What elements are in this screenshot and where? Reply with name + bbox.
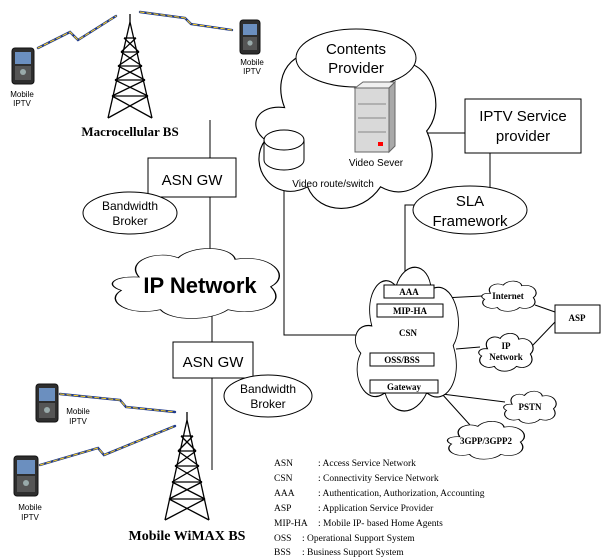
device-label-bb-2: IPTV xyxy=(21,513,39,522)
contents-line1: Contents xyxy=(326,41,386,58)
aaa-box xyxy=(383,284,435,299)
iptv-line1: IPTV Service xyxy=(479,108,567,125)
iptv-line2: provider xyxy=(496,128,550,145)
wireless-link-bottom-bottom xyxy=(38,424,177,467)
line-csn-to-ipnetwork xyxy=(455,346,481,350)
asp-box xyxy=(554,304,601,334)
mobile-device-icon-top-right xyxy=(239,19,261,55)
gpp-label: 3GPP/3GPP2 xyxy=(460,436,512,446)
contents-provider-bubble xyxy=(295,28,417,88)
mobile-device-icon-bottom-bottom xyxy=(13,455,39,497)
macrocellular-tower-icon xyxy=(107,14,153,119)
device-label-tr-2: IPTV xyxy=(243,67,261,76)
line-router-to-csn xyxy=(283,160,370,336)
gateway-box xyxy=(369,379,439,394)
bb-top-line1: Bandwidth xyxy=(102,199,158,213)
aaa-label: AAA xyxy=(399,287,419,297)
legend-abbr-1: CSN xyxy=(274,474,293,484)
legend-desc-6: : Business Support System xyxy=(302,548,404,558)
line-internet-to-asp xyxy=(534,304,556,313)
gateway-label: Gateway xyxy=(387,382,421,392)
wireless-link-top-right xyxy=(138,10,234,32)
mipha-label: MIP-HA xyxy=(393,306,427,316)
asp-label: ASP xyxy=(568,313,586,323)
video-router-icon xyxy=(263,129,305,171)
legend-abbr-3: ASP xyxy=(274,504,291,514)
device-label-tr-1: Mobile xyxy=(240,58,264,67)
legend-abbr-6: BSS xyxy=(274,548,291,558)
device-label-bb-1: Mobile xyxy=(18,503,42,512)
legend-desc-3: : Application Service Provider xyxy=(318,504,434,514)
mipha-box xyxy=(376,303,444,318)
legend-desc-5: : Operational Support System xyxy=(302,534,415,544)
bb-bottom-line2: Broker xyxy=(250,397,285,411)
contents-line2: Provider xyxy=(328,60,384,77)
video-router-label: Video route/switch xyxy=(292,179,374,190)
iptv-provider-box xyxy=(464,98,582,154)
legend-desc-1: : Connectivity Service Network xyxy=(318,474,439,484)
oss-bss-label: OSS/BSS xyxy=(384,355,420,365)
legend-desc-2: : Authentication, Authorization, Account… xyxy=(318,489,485,499)
bandwidth-broker-top xyxy=(82,191,178,235)
wireless-link-bottom-top xyxy=(58,392,177,414)
legend: ASN : Access Service Network CSN : Conne… xyxy=(274,459,485,558)
internet-label: Internet xyxy=(492,291,524,301)
asn-gw-top-label: ASN GW xyxy=(162,172,224,189)
line-csn-to-pstn xyxy=(441,393,506,403)
macrocellular-bs-label: Macrocellular BS xyxy=(81,124,178,139)
wireless-links xyxy=(36,10,234,467)
wimax-tower-icon xyxy=(164,412,210,521)
asn-gw-bottom-label: ASN GW xyxy=(183,354,245,371)
pstn-label: PSTN xyxy=(518,402,542,412)
sla-line2: Framework xyxy=(432,213,508,230)
device-label-tl-2: IPTV xyxy=(13,99,31,108)
bb-top-line2: Broker xyxy=(112,214,147,228)
bb-bottom-line1: Bandwidth xyxy=(240,382,296,396)
device-label-bt-1: Mobile xyxy=(66,407,90,416)
line-ipnetwork-to-asp xyxy=(532,321,556,346)
sla-framework-ellipse xyxy=(412,185,528,235)
device-label-tl-1: Mobile xyxy=(10,90,34,99)
ipnet-small-line2: Network xyxy=(489,352,523,362)
wimax-bs-label: Mobile WiMAX BS xyxy=(129,529,246,544)
oss-bss-box xyxy=(369,352,435,367)
wireless-link-top-left xyxy=(36,14,118,50)
ipnet-small-line1: IP xyxy=(502,341,512,351)
line-csn-to-3gpp xyxy=(441,393,471,426)
asn-gw-top-box xyxy=(147,157,237,198)
video-server-label: Video Sever xyxy=(349,158,404,169)
ip-network-label: IP Network xyxy=(143,273,257,298)
legend-desc-4: : Mobile IP- based Home Agents xyxy=(318,519,443,529)
bandwidth-broker-bottom xyxy=(223,374,313,418)
asn-gw-bottom-box xyxy=(172,341,254,379)
legend-abbr-4: MIP-HA xyxy=(274,519,308,529)
sla-line1: SLA xyxy=(456,193,484,210)
csn-label: CSN xyxy=(399,328,418,338)
legend-desc-0: : Access Service Network xyxy=(318,459,416,469)
legend-abbr-0: ASN xyxy=(274,459,293,469)
legend-abbr-2: AAA xyxy=(274,489,295,499)
mobile-device-icon-bottom-top xyxy=(35,383,59,423)
mobile-device-icon-top-left xyxy=(11,47,35,85)
video-server-icon xyxy=(353,80,397,154)
legend-abbr-5: OSS xyxy=(274,534,291,544)
device-label-bt-2: IPTV xyxy=(69,417,87,426)
